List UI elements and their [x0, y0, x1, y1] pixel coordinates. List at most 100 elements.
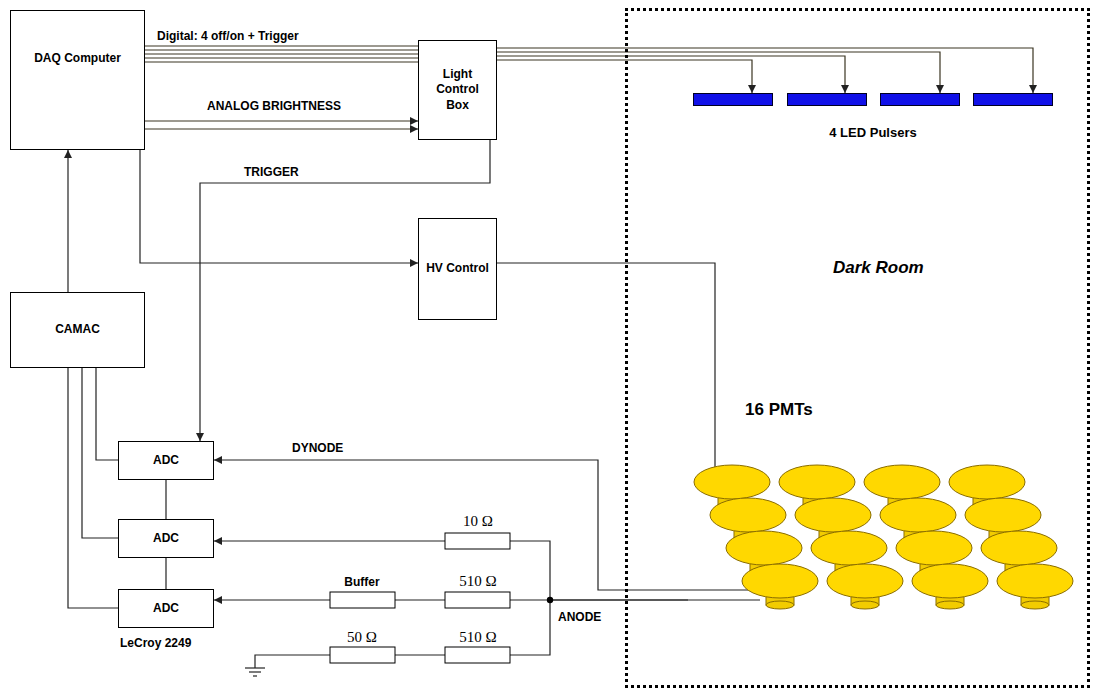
signal-wire	[166, 480, 167, 519]
wire-line	[497, 52, 940, 93]
ground-symbol	[249, 671, 261, 672]
signal-wire	[96, 368, 118, 460]
signal-label: TRIGGER	[242, 165, 301, 179]
resistor-symbol	[330, 647, 395, 663]
wire-line	[165, 558, 166, 589]
group-label: 16 PMTs	[745, 400, 813, 420]
part-name: LeCroy 2249	[118, 636, 193, 650]
pmt-window	[795, 498, 871, 532]
pmt-window	[997, 564, 1073, 598]
led-pulser	[973, 93, 1053, 106]
signal-label: Digital: 4 off/on + Trigger	[155, 29, 301, 43]
box-label: ADC	[153, 601, 179, 617]
wire-line	[82, 368, 118, 538]
wire-line	[68, 368, 118, 608]
pmt-group: 16 PMTs	[688, 398, 1072, 620]
resistance-value: 50 Ω	[345, 628, 379, 646]
wire-line	[145, 61, 418, 62]
pmt-window	[694, 465, 770, 499]
region-label: Dark Room	[833, 258, 924, 278]
wire-line	[165, 480, 166, 519]
resistance-value: 10 Ω	[461, 512, 495, 530]
wire-line	[140, 150, 418, 263]
pmt-window	[981, 531, 1057, 565]
adc-box: ADC	[118, 519, 214, 558]
signal-wire	[145, 46, 418, 62]
box-label: HV Control	[426, 261, 489, 277]
crate-box: CAMAC	[10, 292, 145, 368]
pmt-base	[766, 601, 794, 609]
junction-dot	[547, 597, 553, 603]
ground-symbol	[253, 675, 257, 676]
signal-wire	[82, 368, 118, 538]
signal-label: ANODE	[556, 610, 603, 624]
pmt-window	[710, 498, 786, 532]
wire-line	[497, 56, 845, 93]
resistor-symbol	[445, 592, 510, 608]
pmt-window	[726, 531, 802, 565]
pmt-base	[851, 601, 879, 609]
adc-box: ADC	[118, 589, 214, 628]
pmt-window	[912, 564, 988, 598]
signal-wire	[497, 263, 715, 398]
signal-wire	[497, 48, 1033, 93]
computer-box: DAQ Computer	[10, 10, 145, 150]
box-label: CAMAC	[55, 322, 100, 338]
signal-wire	[166, 558, 167, 589]
box-label: DAQ Computer	[34, 51, 121, 67]
control-box: HV Control	[418, 218, 497, 320]
led-pulser-group: 4 LED Pulsers	[690, 93, 1056, 145]
wire-line	[67, 150, 68, 292]
pmt-window	[742, 564, 818, 598]
signal-wire	[214, 541, 688, 600]
pmt-base	[1021, 601, 1049, 609]
led-pulser	[787, 93, 867, 106]
wire-line	[497, 48, 1033, 93]
pmt-window	[811, 531, 887, 565]
signal-label: ANALOG BRIGHTNESS	[205, 99, 343, 113]
pmt-window	[827, 564, 903, 598]
wire-line	[497, 263, 715, 398]
wire-line	[145, 128, 418, 129]
wire-line	[214, 460, 688, 590]
wire-line	[145, 45, 418, 46]
pmt-base	[936, 601, 964, 609]
adc-box: ADC	[118, 441, 214, 480]
signal-wire	[68, 150, 69, 292]
resistor-symbol	[445, 647, 510, 663]
pmt-window	[864, 465, 940, 499]
resistor-symbol	[445, 533, 510, 549]
resistance-value: 510 Ω	[457, 628, 498, 646]
ground-symbol	[245, 667, 265, 668]
wire-line	[214, 541, 688, 600]
dark-room-region: Dark Room 4 LED Pulsers 16 PMTs	[625, 8, 1090, 688]
signal-wire	[214, 460, 688, 590]
control-box: Light Control Box	[418, 40, 497, 140]
signal-wire	[140, 150, 418, 263]
wire-line	[145, 57, 418, 58]
pmt-array	[694, 465, 1073, 609]
ground-wire	[255, 600, 550, 668]
pmt-window	[779, 465, 855, 499]
box-label: Light Control Box	[428, 67, 488, 114]
wire-line	[96, 368, 118, 460]
led-pulser	[693, 93, 773, 106]
led-pulser	[880, 93, 960, 106]
group-label: 4 LED Pulsers	[829, 125, 916, 140]
box-label: ADC	[153, 453, 179, 469]
buffer-symbol	[330, 592, 395, 608]
part-name: Buffer	[342, 575, 381, 589]
pmt-window	[965, 498, 1041, 532]
anode-lead	[688, 599, 760, 600]
wire-line	[145, 49, 418, 50]
pmt-window	[949, 465, 1025, 499]
signal-label: DYNODE	[290, 441, 345, 455]
pmt-window	[896, 531, 972, 565]
pmt-window	[880, 498, 956, 532]
wire-line	[145, 53, 418, 54]
box-label: ADC	[153, 531, 179, 547]
signal-wire	[145, 121, 418, 129]
signal-wire	[68, 368, 118, 608]
resistance-value: 510 Ω	[457, 572, 498, 590]
wire-line	[145, 120, 418, 121]
